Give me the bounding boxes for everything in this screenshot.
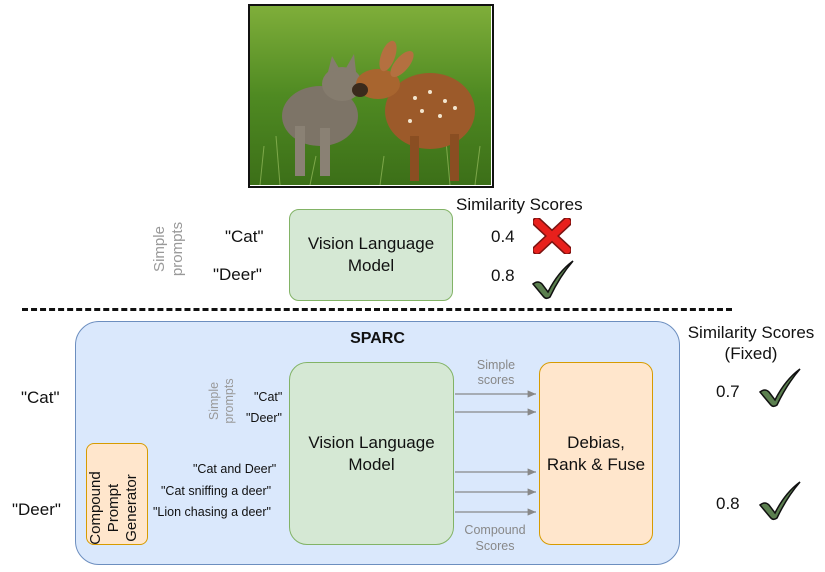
fixed-score-cat: 0.7: [716, 382, 740, 401]
score-cat: 0.4: [491, 227, 515, 246]
sparc-input-deer: "Deer": [12, 500, 61, 519]
debias-rank-fuse-box: Debias, Rank & Fuse: [539, 362, 653, 545]
simple-prompts-side-label: Simple prompts: [151, 221, 186, 277]
compound-prompt-2: "Cat sniffing a deer": [161, 484, 272, 498]
compound-prompt-generator-label: Compound Prompt Generator: [87, 471, 140, 545]
model-label: Vision Language Model: [307, 234, 435, 275]
fuse-label: Debias, Rank & Fuse: [546, 432, 646, 474]
sparc-title: SPARC: [350, 330, 405, 347]
fixed-similarity-scores-header: Similarity Scores (Fixed): [687, 323, 815, 363]
similarity-scores-header: Similarity Scores: [456, 195, 583, 214]
sparc-input-cat: "Cat": [21, 388, 60, 407]
fixed-score-deer: 0.8: [716, 494, 740, 513]
compound-scores-label: Compound Scores: [464, 523, 526, 553]
sparc-simple-prompts-side-label: Simple prompts: [207, 378, 236, 424]
photo-cat-and-deer: [248, 4, 494, 188]
section-divider: [22, 308, 732, 311]
check-mark-icon: [757, 366, 803, 408]
simple-scores-label: Simple scores: [476, 358, 516, 387]
cross-mark-icon: [532, 217, 572, 255]
sparc-simple-prompt-deer: "Deer": [246, 411, 282, 425]
check-mark-icon: [757, 479, 803, 521]
compound-prompt-1: "Cat and Deer": [193, 462, 277, 476]
vision-language-model-box: Vision Language Model: [289, 209, 453, 301]
top-prompt-deer: "Deer": [213, 265, 262, 284]
sparc-simple-prompt-cat: "Cat": [254, 390, 283, 404]
compound-prompt-3: "Lion chasing a deer": [153, 505, 271, 519]
top-prompt-cat: "Cat": [225, 227, 264, 246]
compound-prompt-generator-box: [86, 443, 148, 545]
sparc-model-label: Vision Language Model: [308, 432, 435, 474]
score-deer: 0.8: [491, 266, 515, 285]
check-mark-icon: [530, 258, 576, 300]
sparc-vision-language-model-box: Vision Language Model: [289, 362, 454, 545]
